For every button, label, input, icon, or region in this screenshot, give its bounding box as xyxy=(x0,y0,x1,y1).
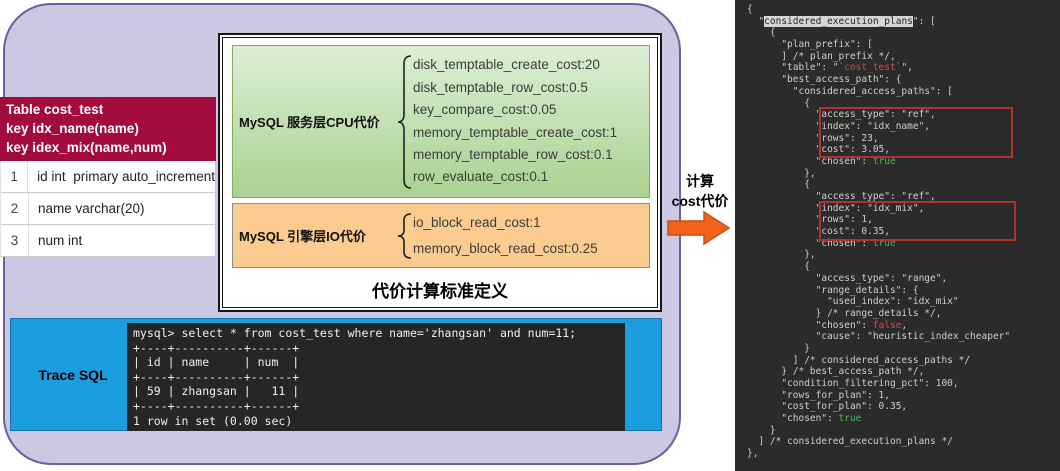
table-row: 2 name varchar(20) xyxy=(1,193,215,225)
cost-item: io_block_read_cost:1 xyxy=(413,214,541,230)
key-line: key idex_mix(name,num) xyxy=(6,140,167,155)
cost-definition-caption: 代价计算标准定义 xyxy=(372,282,508,301)
cost-item: memory_temptable_row_cost:0.1 xyxy=(413,146,613,162)
schema-table-rows: 1 id int primary auto_increment 2 name v… xyxy=(0,161,216,257)
io-cost-label: MySQL 引擎层IO代价 xyxy=(239,229,366,244)
annotation-box-idx-name xyxy=(819,107,1013,158)
trace-sql-label: Trace SQL xyxy=(38,367,108,383)
cost-item: disk_temptable_create_cost:20 xyxy=(413,57,600,73)
key-line: key idx_name(name) xyxy=(6,121,139,136)
io-cost-items: io_block_read_cost:1 memory_block_read_c… xyxy=(413,210,598,262)
arrow-annotation-line1: 计算 xyxy=(686,173,714,189)
table-row: 3 num int xyxy=(1,225,215,257)
cpu-cost-items: disk_temptable_create_cost:20 disk_tempt… xyxy=(413,54,617,188)
row-number: 2 xyxy=(1,193,29,224)
column-definition: id int primary auto_increment xyxy=(37,169,215,184)
column-definition: name varchar(20) xyxy=(38,201,145,216)
cost-item: key_compare_cost:0.05 xyxy=(413,102,557,118)
row-number: 3 xyxy=(1,225,29,256)
schema-table-header: Table cost_test key idx_name(name) key i… xyxy=(0,97,216,161)
cost-item: memory_block_read_cost:0.25 xyxy=(413,240,598,256)
table-row: 1 id int primary auto_increment xyxy=(1,161,215,193)
row-number: 1 xyxy=(1,161,29,192)
cost-item: row_evaluate_cost:0.1 xyxy=(413,169,549,185)
cost-item: disk_temptable_row_cost:0.5 xyxy=(413,79,588,95)
arrow-annotation-line2: cost代价 xyxy=(671,193,729,209)
right-arrow-icon xyxy=(667,210,731,246)
terminal-output: mysql> select * from cost_test where nam… xyxy=(127,323,625,431)
cpu-cost-label: MySQL 服务层CPU代价 xyxy=(239,115,380,130)
schema-table: Table cost_test key idx_name(name) key i… xyxy=(0,97,216,257)
annotation-box-idx-mix xyxy=(819,201,1016,241)
trace-json-code: { "considered_execution_plans": [ { "pla… xyxy=(735,0,1060,471)
arrow-annotation: 计算 cost代价 xyxy=(654,171,746,211)
cost-item: memory_temptable_create_cost:1 xyxy=(413,124,618,140)
io-cost-box: MySQL 引擎层IO代价 io_block_read_cost:1 memor… xyxy=(232,203,650,268)
left-curly-brace-icon xyxy=(397,54,412,189)
table-name-line: Table cost_test xyxy=(6,102,104,117)
left-curly-brace-icon xyxy=(397,212,412,259)
column-definition: num int xyxy=(38,233,83,248)
cpu-cost-box: MySQL 服务层CPU代价 disk_temptable_create_cos… xyxy=(232,45,650,198)
